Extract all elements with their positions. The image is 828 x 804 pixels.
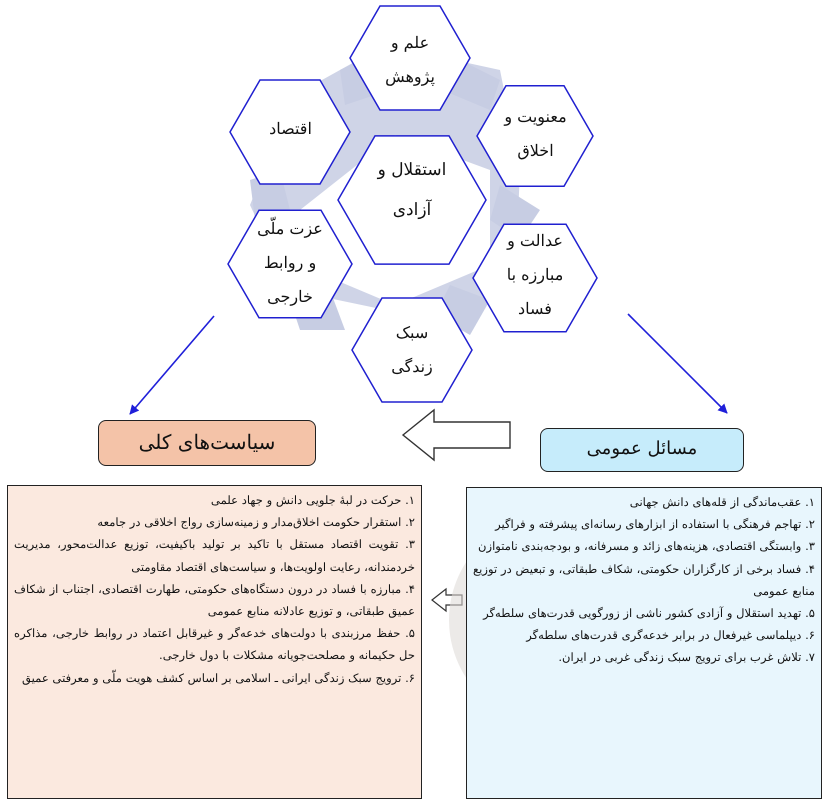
policies-list-box: ۱. حرکت در لبهٔ جلویی دانش و جهاد علمی ۲.… (7, 485, 422, 799)
hexagon-upper-right (476, 85, 594, 187)
issue-item: ۴. فساد برخی از کارگزاران حکومتی، شکاف ط… (473, 561, 815, 598)
hexagon-upper-left (229, 79, 351, 185)
hexagon-top (349, 5, 471, 111)
issue-item: ۷. تلاش غرب برای ترویج سبک زندگی غربی در… (558, 650, 815, 665)
issues-title: مسائل عمومی (586, 438, 698, 459)
hollow-arrow-top (401, 408, 511, 462)
policy-item: ۶. ترویج سبک زندگی ایرانی ـ اسلامی بر اس… (21, 670, 415, 685)
issue-item: ۵. تهدید استقلال و آزادی کشور ناشی از زو… (483, 606, 815, 621)
policies-title: سیاست‌های کلی (138, 430, 276, 454)
arrow-to-policies (129, 315, 215, 415)
issues-list: ۱. عقب‌ماندگی از قله‌های دانش جهانی ۲. ته… (473, 491, 815, 669)
hexagon-lower-right (472, 223, 598, 333)
issues-title-box: مسائل عمومی (540, 428, 744, 472)
hexagon-center (337, 135, 487, 265)
policy-item: ۴. مبارزه با فساد در درون دستگاه‌های حکو… (14, 581, 415, 619)
policy-item: ۱. حرکت در لبهٔ جلویی دانش و جهاد علمی (210, 493, 415, 507)
hex-label-upper-left: اقتصاد (269, 119, 312, 138)
issue-item: ۱. عقب‌ماندگی از قله‌های دانش جهانی (629, 495, 815, 509)
policies-list: ۱. حرکت در لبهٔ جلویی دانش و جهاد علمی ۲.… (14, 489, 415, 689)
hexagon-bottom (351, 297, 473, 403)
issues-list-box: ۱. عقب‌ماندگی از قله‌های دانش جهانی ۲. ته… (466, 487, 822, 799)
hexagon-group (227, 5, 598, 403)
policy-item: ۲. استقرار حکومت اخلاق‌مدار و زمینه‌سازی… (97, 515, 415, 530)
hexagon-lower-left (227, 209, 353, 319)
issue-item: ۶. دیپلماسی غیرفعال در برابر خدعه‌گری قد… (526, 628, 815, 643)
issue-item: ۲. تهاجم فرهنگی با استفاده از ابزارهای ر… (495, 517, 815, 532)
issue-item: ۳. وابستگی اقتصادی، هزینه‌های زائد و مسر… (477, 539, 815, 554)
policy-item: ۵. حفظ مرزبندی با دولت‌های خدعه‌گر و غیر… (14, 626, 415, 663)
policy-item: ۳. تقویت اقتصاد مستقل با تاکید بر تولید … (14, 537, 415, 574)
arrow-to-issues (627, 313, 728, 414)
policies-title-box: سیاست‌های کلی (98, 420, 316, 466)
